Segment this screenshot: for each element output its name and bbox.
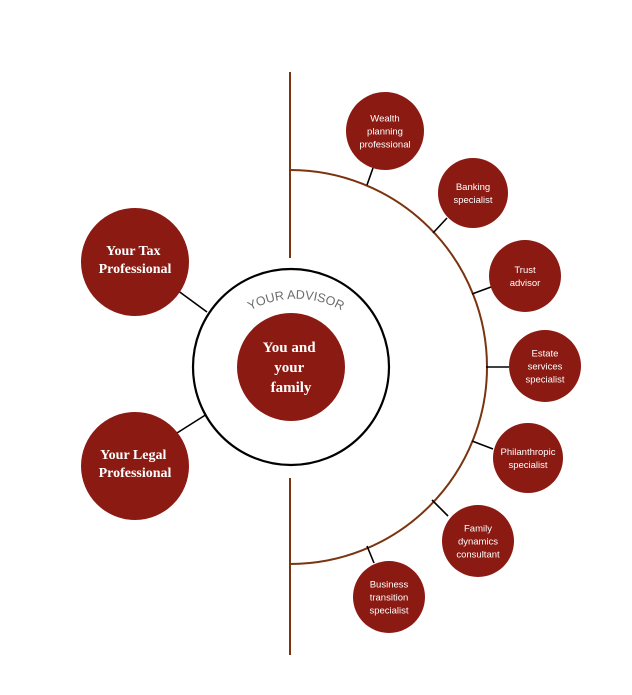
philanthropic-node[interactable]: Philanthropic specialist (493, 423, 563, 493)
connector-philanthropic (471, 440, 494, 450)
center-label-line: family (271, 380, 312, 396)
specialist-connectors (366, 167, 509, 564)
connector-legal (176, 413, 208, 434)
banking-node-circle (438, 158, 508, 228)
center-label-line: your (274, 360, 304, 376)
trust-node[interactable]: Trust advisor (489, 240, 561, 312)
svg-text:You and your f: You and your family (263, 340, 320, 396)
business-transition-node-circle (353, 561, 425, 633)
trust-label-line: advisor (510, 278, 541, 289)
banking-label-line: Banking (456, 182, 490, 193)
family-dynamics-label-line: dynamics (458, 536, 498, 547)
philanthropic-label-line: specialist (508, 460, 547, 471)
trust-node-circle (489, 240, 561, 312)
estate-label-line: Estate (532, 348, 559, 359)
wealth-label-line: Wealth (370, 113, 399, 124)
center-label-line: You and (263, 340, 317, 356)
legal-label-line: Your Legal (100, 448, 166, 463)
wealth-node[interactable]: Wealth planning professional (346, 92, 424, 170)
family-dynamics-node[interactable]: Family dynamics consultant (442, 505, 514, 577)
connector-wealth (366, 167, 374, 186)
svg-text:Your Tax Professional: Your Tax Professional (99, 244, 172, 277)
family-dynamics-node-circle (442, 505, 514, 577)
banking-node[interactable]: Banking specialist (438, 158, 508, 228)
business-transition-label-line: Business (370, 579, 409, 590)
business-transition-node[interactable]: Business transition specialist (353, 561, 425, 633)
connector-tax (176, 289, 208, 313)
estate-node-circle (509, 330, 581, 402)
wealth-label-line: planning (367, 126, 403, 137)
tax-label-line: Your Tax (106, 244, 161, 259)
estate-label-line: specialist (525, 374, 564, 385)
legal-label-line: Professional (99, 466, 172, 481)
connector-family-dynamics (431, 499, 449, 517)
svg-text:Your Legal Professiona: Your Legal Professional (99, 448, 172, 481)
banking-label-line: specialist (453, 195, 492, 206)
trust-label-line: Trust (514, 265, 536, 276)
philanthropic-node-circle (493, 423, 563, 493)
connector-banking (432, 217, 448, 234)
legal-professional-node[interactable]: Your Legal Professional (81, 412, 189, 520)
estate-node[interactable]: Estate services specialist (509, 330, 581, 402)
tax-label-line: Professional (99, 262, 172, 277)
family-dynamics-label-line: Family (464, 523, 492, 534)
wealth-label-line: professional (359, 139, 410, 150)
connector-business-transition (366, 545, 375, 564)
family-dynamics-label-line: consultant (456, 549, 500, 560)
tax-professional-node[interactable]: Your Tax Professional (81, 208, 189, 316)
center-node[interactable]: You and your family (237, 313, 345, 421)
estate-label-line: services (528, 361, 563, 372)
wealth-node-circle (346, 92, 424, 170)
connector-trust (471, 286, 492, 295)
philanthropic-label-line: Philanthropic (501, 447, 556, 458)
business-transition-label-line: specialist (369, 605, 408, 616)
business-transition-label-line: transition (370, 592, 409, 603)
